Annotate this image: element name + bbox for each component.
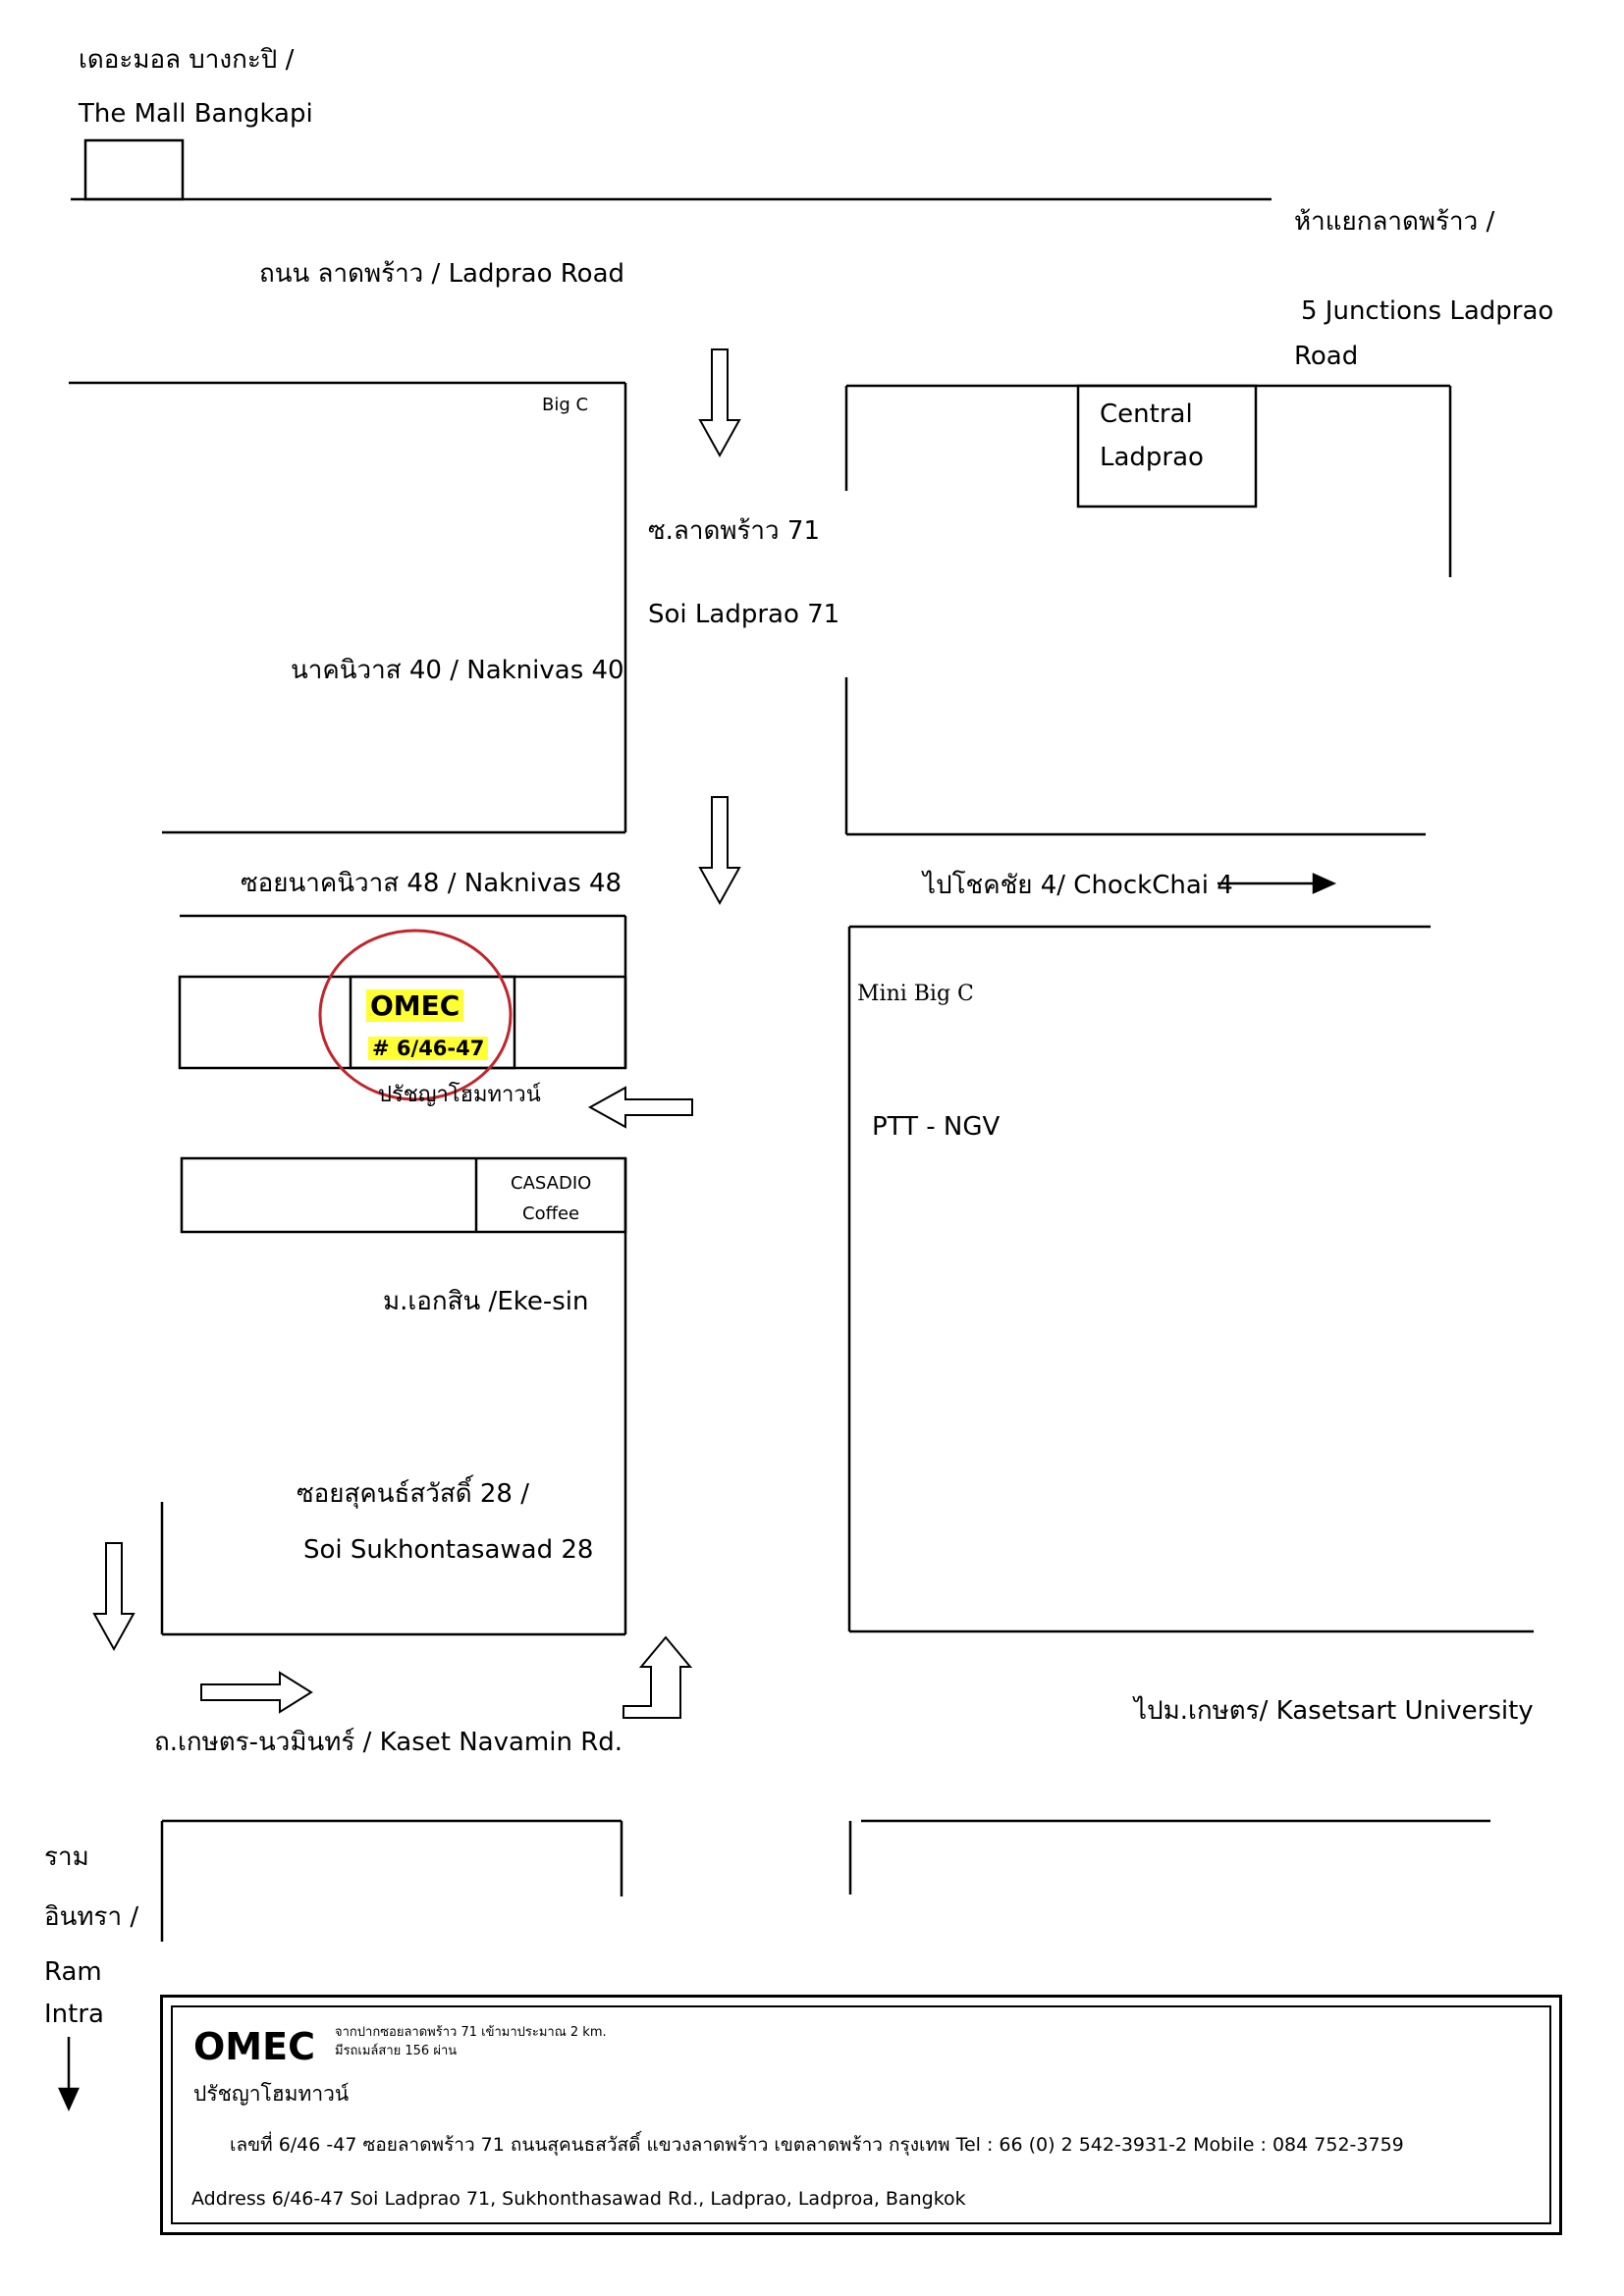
address-box: OMEC จากปากซอยลาดพร้าว 71 เข้ามาประมาณ 2… (160, 1995, 1562, 2235)
omec-number-label: # 6/46-47 (368, 1037, 489, 1060)
arrow-turn-up-icon (623, 1635, 693, 1719)
arrow-down-icon (698, 796, 741, 906)
info-address-th: เลขที่ 6/46 -47 ซอยลาดพร้าว 71 ถนนสุคนธส… (230, 2134, 1404, 2156)
sukhon-label-en: Soi Sukhontasawad 28 (303, 1535, 594, 1565)
ptt-ngv-label: PTT - NGV (872, 1112, 1001, 1142)
central-ladprao-building (1076, 384, 1258, 508)
arrow-right-icon (200, 1671, 313, 1714)
big-c-label: Big C (542, 395, 589, 415)
kaset-navamin-label: ถ.เกษตร-นวมินทร์ / Kaset Navamin Rd. (154, 1728, 623, 1757)
omec-map-label: OMEC (366, 989, 464, 1022)
mall-label-en: The Mall Bangkapi (79, 99, 313, 129)
omec-highlight-circle (318, 929, 513, 1101)
junction-label-en: 5 Junctions Ladprao (1301, 296, 1554, 326)
info-note-1: จากปากซอยลาดพร้าว 71 เข้ามาประมาณ 2 km. (335, 2025, 607, 2040)
naknivas40-label: นาคนิวาส 40 / Naknivas 40 (291, 656, 624, 685)
info-title: OMEC (193, 2025, 315, 2068)
soi71-label-en: Soi Ladprao 71 (648, 600, 840, 629)
omec-building (349, 975, 516, 1070)
omec-thai-label: ปรัชญาโฮมทาวน์ (378, 1083, 541, 1107)
central-label-2: Ladprao (1100, 443, 1204, 472)
ram-label-4: Intra (44, 2000, 104, 2029)
junction-label-road: Road (1294, 342, 1359, 371)
ram-label-1: ราม (44, 1842, 89, 1872)
arrow-right-icon (1312, 873, 1337, 894)
mall-building (83, 138, 185, 201)
chockchai-label: ไปโชคชัย 4/ ChockChai 4 (923, 871, 1233, 900)
arrow-left-icon (587, 1086, 693, 1129)
naknivas48-label: ซอยนาคนิวาส 48 / Naknivas 48 (241, 869, 623, 898)
arrow-down-icon (58, 2087, 80, 2112)
mini-big-c-label: Mini Big C (857, 982, 974, 1006)
ram-label-2: อินทรา / (44, 1902, 139, 1932)
info-address-en: Address 6/46-47 Soi Ladprao 71, Sukhonth… (191, 2188, 966, 2210)
casadio-label-1: CASADIO (511, 1173, 592, 1194)
ram-label-3: Ram (44, 1957, 102, 1987)
info-name-th: ปรัชญาโฮมทาวน์ (193, 2082, 350, 2106)
ladprao-road-label: ถนน ลาดพร้าว / Ladprao Road (259, 259, 625, 289)
soi71-label-th: ซ.ลาดพร้าว 71 (648, 516, 820, 546)
casadio-label-2: Coffee (522, 1203, 580, 1224)
kasetsart-label: ไปม.เกษตร/ Kasetsart University (1134, 1696, 1534, 1726)
sukhon-label-th: ซอยสุคนธ์สวัสดิ์ 28 / (297, 1479, 529, 1509)
junction-label-th: ห้าแยกลาดพร้าว / (1294, 207, 1495, 237)
info-note-2: มีรถเมล์สาย 156 ผ่าน (335, 2044, 458, 2058)
central-label-1: Central (1100, 400, 1193, 429)
eke-sin-label: ม.เอกสิน /Eke-sin (383, 1287, 589, 1316)
mall-label-th: เดอะมอล บางกะปิ / (79, 45, 295, 75)
address-box-inner: OMEC จากปากซอยลาดพร้าว 71 เข้ามาประมาณ 2… (171, 2005, 1551, 2224)
arrow-down-icon (92, 1542, 135, 1652)
arrow-down-icon (698, 348, 741, 458)
road-lines (69, 138, 1534, 1942)
